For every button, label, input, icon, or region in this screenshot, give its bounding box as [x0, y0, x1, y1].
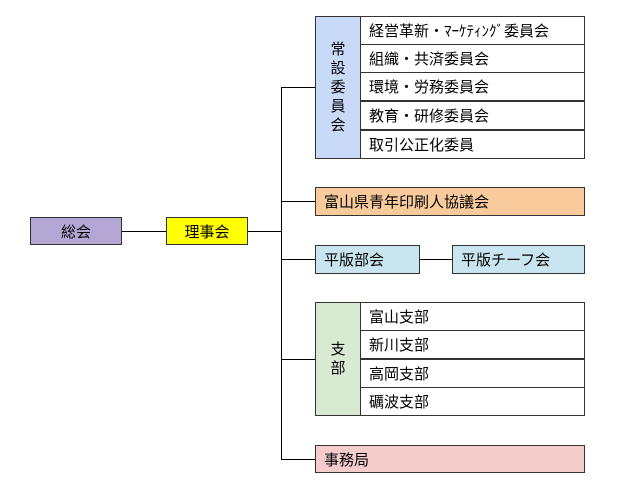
standing-committees-box: 常 設 委 員 会 [315, 16, 361, 159]
connector-to-youth-council [281, 201, 315, 202]
connector-flat-plate-to-chiefs [420, 259, 452, 260]
branch-row: 高岡支部 [361, 359, 585, 388]
flat-plate-group-label: 平版部会 [324, 251, 385, 269]
connector-to-flat-plate-group [281, 259, 315, 260]
youth-council-box: 富山県青年印刷人協議会 [315, 187, 585, 216]
board-box: 理事会 [166, 217, 248, 245]
general-meeting-label: 総会 [60, 222, 91, 241]
committee-row: 環境・労務委員会 [361, 72, 585, 101]
connector-trunk-vertical [281, 87, 282, 459]
branch-label: 新川支部 [369, 336, 430, 354]
branch-row: 富山支部 [361, 302, 585, 331]
committee-row: 組織・共済委員会 [361, 44, 585, 73]
branch-row: 礪波支部 [361, 387, 585, 416]
branches-title-char: 支 [330, 340, 346, 358]
standing-committees-title-char: 常 [330, 40, 346, 58]
branch-label: 富山支部 [369, 308, 430, 326]
committee-label: 経営革新・ﾏｰｹﾃｨﾝｸﾞ委員会 [369, 22, 550, 40]
standing-committees-title-char: 設 [330, 59, 346, 77]
standing-committees-title-char: 員 [330, 97, 346, 115]
standing-committees-title-char: 委 [330, 78, 346, 96]
flat-plate-group-box: 平版部会 [315, 245, 420, 274]
secretariat-label: 事務局 [324, 450, 370, 469]
connector-to-secretariat [281, 459, 315, 460]
committee-row: 経営革新・ﾏｰｹﾃｨﾝｸﾞ委員会 [361, 16, 585, 45]
branch-label: 礪波支部 [369, 393, 430, 411]
connector-general-to-board [122, 231, 166, 232]
connector-to-branches [281, 359, 315, 360]
connector-to-standing-committees [281, 87, 315, 88]
committee-label: 取引公正化委員 [369, 136, 475, 154]
youth-council-label: 富山県青年印刷人協議会 [324, 193, 490, 211]
committee-label: 組織・共済委員会 [369, 50, 490, 68]
committee-row: 取引公正化委員 [361, 130, 585, 159]
branches-title-char: 部 [330, 359, 346, 377]
flat-plate-chiefs-box: 平版チーフ会 [452, 245, 585, 274]
general-meeting-box: 総会 [30, 217, 122, 245]
branch-row: 新川支部 [361, 330, 585, 359]
branches-box: 支 部 [315, 302, 361, 416]
connector-board-to-trunk [248, 231, 281, 232]
board-label: 理事会 [184, 222, 230, 241]
branch-label: 高岡支部 [369, 365, 430, 383]
secretariat-box: 事務局 [315, 445, 585, 473]
committee-row: 教育・研修委員会 [361, 101, 585, 130]
standing-committees-title-char: 会 [330, 116, 346, 134]
committee-label: 環境・労務委員会 [369, 78, 490, 96]
flat-plate-chiefs-label: 平版チーフ会 [461, 251, 551, 269]
committee-label: 教育・研修委員会 [369, 107, 490, 125]
